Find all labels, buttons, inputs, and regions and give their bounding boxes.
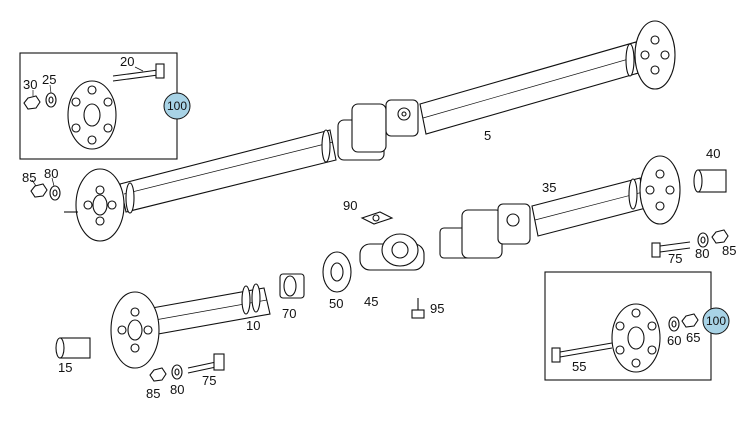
callout-10: 10 <box>246 318 260 333</box>
callout-85-lower: 85 <box>146 386 160 401</box>
callout-45: 45 <box>364 294 378 309</box>
bushing-part-15 <box>55 337 91 359</box>
callout-5: 5 <box>484 128 491 143</box>
bolt-part-75-right <box>651 241 691 258</box>
callout-50: 50 <box>329 296 343 311</box>
washer-part-80-upper <box>49 185 61 201</box>
clip-part-90 <box>360 211 394 225</box>
washer-part-60 <box>668 316 680 332</box>
center-bearing-part-45 <box>359 233 425 271</box>
nut-part-85-upper <box>30 183 48 198</box>
callout-75-lower: 75 <box>202 373 216 388</box>
inset-box-right <box>544 271 712 381</box>
flex-disc-part-100-left <box>67 80 117 150</box>
washer-part-25 <box>45 92 57 108</box>
nut-part-30 <box>23 95 41 110</box>
washer-part-80-lower <box>171 364 183 380</box>
callout-60: 60 <box>667 333 681 348</box>
callout-85-right: 85 <box>722 243 736 258</box>
callout-75-right: 75 <box>668 251 682 266</box>
ball-bearing-part-50 <box>322 251 352 293</box>
bolt-part-20 <box>112 63 165 82</box>
callout-90: 90 <box>343 198 357 213</box>
bushing-part-40 <box>693 169 727 193</box>
callout-70: 70 <box>282 306 296 321</box>
svg-text:100: 100 <box>706 314 726 328</box>
propeller-shaft-part-10 <box>110 283 271 369</box>
callout-badge-100-left: 100 <box>163 92 191 120</box>
callout-20: 20 <box>120 54 134 69</box>
callout-80-upper: 80 <box>44 166 58 181</box>
bolt-part-55 <box>551 342 613 363</box>
callout-30: 30 <box>23 77 37 92</box>
callout-35: 35 <box>542 180 556 195</box>
flex-disc-part-100-right <box>611 303 661 373</box>
nut-part-85-lower <box>149 367 167 382</box>
bolt-part-75-lower <box>187 353 225 374</box>
washer-part-80-right <box>697 232 709 248</box>
callout-95: 95 <box>430 301 444 316</box>
bolt-part-95 <box>411 298 425 319</box>
callout-15: 15 <box>58 360 72 375</box>
callout-badge-100-right: 100 <box>702 307 730 335</box>
svg-text:100: 100 <box>167 99 187 113</box>
callout-40: 40 <box>706 146 720 161</box>
propeller-shaft-part-35 <box>439 155 681 259</box>
dust-cap-part-70 <box>279 273 305 299</box>
callout-80-lower: 80 <box>170 382 184 397</box>
nut-part-85-right <box>711 229 729 244</box>
callout-65: 65 <box>686 330 700 345</box>
callout-80-right: 80 <box>695 246 709 261</box>
callout-55: 55 <box>572 359 586 374</box>
callout-25: 25 <box>42 72 56 87</box>
propeller-shaft-part-5 <box>64 20 676 242</box>
nut-part-65 <box>681 313 699 328</box>
callout-85-upper: 85 <box>22 170 36 185</box>
inset-box-left <box>19 52 178 160</box>
